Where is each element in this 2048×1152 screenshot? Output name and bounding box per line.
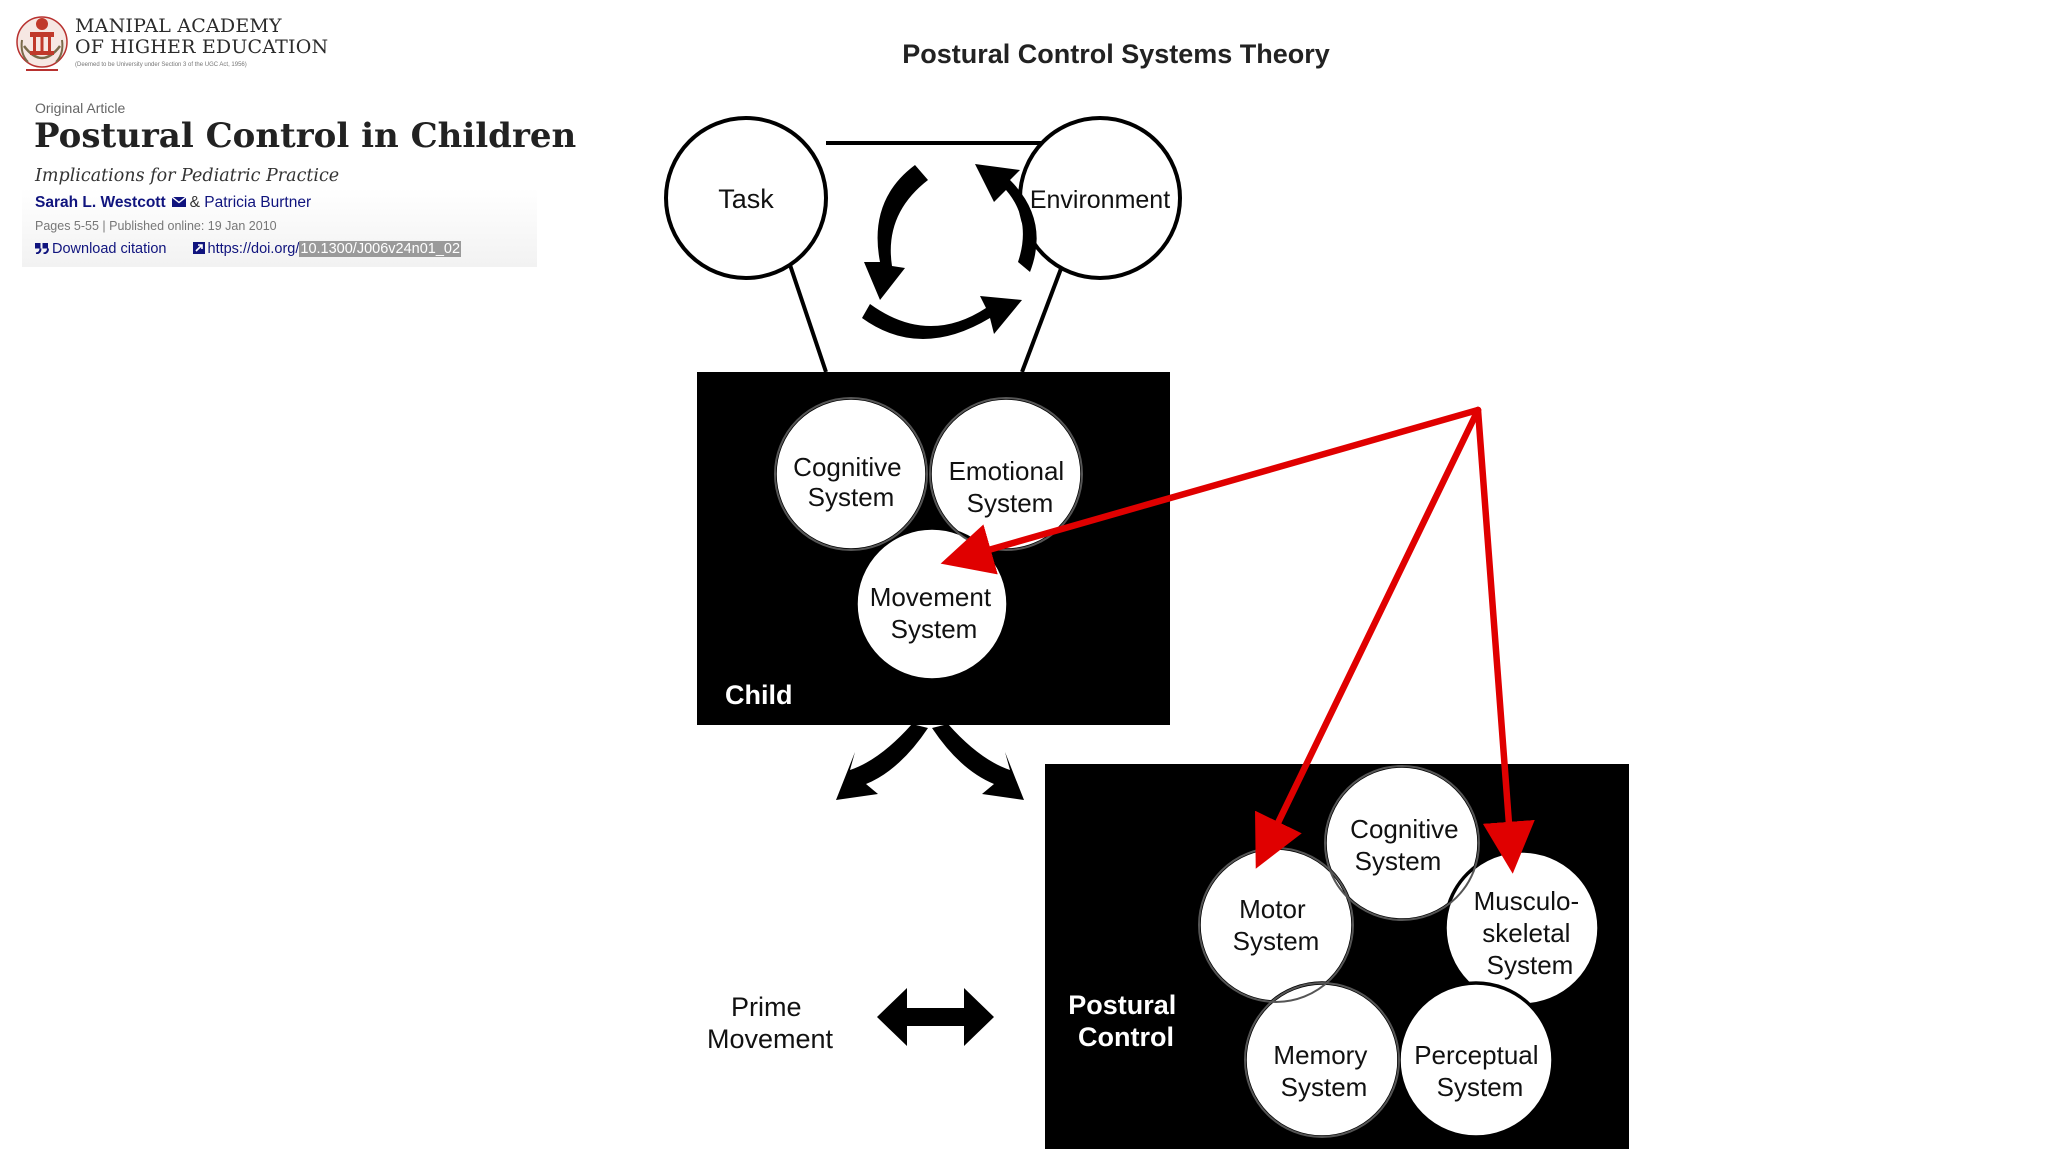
download-citation-label: Download citation xyxy=(52,241,167,257)
email-icon[interactable] xyxy=(171,196,186,207)
doi-link[interactable]: https://doi.org/10.1300/J006v24n01_02 xyxy=(192,241,462,257)
article-actions: Download citation https://doi.org/10.130… xyxy=(35,241,462,257)
postural-control-box: Cognitive System Motor System Musculo- s… xyxy=(1045,764,1629,1149)
postural-musculoskeletal-system: Musculo- skeletal System xyxy=(1474,886,1587,980)
postural-control-label: Postural Control xyxy=(1068,990,1184,1052)
annotation-arrow-to-musculoskeletal xyxy=(1474,406,1535,874)
environment-node: Environment xyxy=(1018,116,1182,280)
annotation-arrow-to-movement xyxy=(940,406,1482,575)
environment-label: Environment xyxy=(1030,186,1170,214)
article-meta: Pages 5-55 | Published online: 19 Jan 20… xyxy=(35,219,277,233)
logo-fine-print: (Deemed to be University under Section 3… xyxy=(75,62,247,68)
annotation-arrow-to-motor xyxy=(1255,406,1482,869)
author-list: Sarah L. Westcott & Patricia Burtner xyxy=(35,194,311,212)
article-subtitle: Implications for Pediatric Practice xyxy=(35,166,340,186)
article-title: Postural Control in Children xyxy=(34,116,577,156)
bidirectional-arrow-icon xyxy=(877,988,994,1046)
postural-motor-system: Motor System xyxy=(1233,894,1320,956)
annotation-arrows xyxy=(940,406,1535,874)
child-movement-system: Movement System xyxy=(870,582,999,644)
author-link-burtner[interactable]: Patricia Burtner xyxy=(204,194,312,211)
university-logo[interactable]: MANIPAL ACADEMY OF HIGHER EDUCATION (Dee… xyxy=(14,12,328,78)
child-box: Cognitive System Emotional System Moveme… xyxy=(697,372,1170,725)
task-label: Task xyxy=(718,184,774,214)
split-arrows xyxy=(836,724,1024,800)
download-citation-link[interactable]: Download citation xyxy=(35,241,166,257)
logo-name-line2: OF HIGHER EDUCATION xyxy=(75,36,329,58)
article-type-label: Original Article xyxy=(35,100,126,116)
quote-icon xyxy=(35,242,49,254)
postural-memory-system: Memory System xyxy=(1273,1040,1374,1102)
logo-name-line1: MANIPAL ACADEMY xyxy=(75,15,282,37)
child-label: Child xyxy=(725,680,793,710)
child-emotional-system: Emotional System xyxy=(949,456,1072,518)
diagram-title: Postural Control Systems Theory xyxy=(902,39,1330,69)
author-separator: & xyxy=(189,194,200,211)
doi-suffix-selected: 10.1300/J006v24n01_02 xyxy=(299,241,462,257)
author-link-westcott[interactable]: Sarah L. Westcott xyxy=(35,194,166,211)
interaction-cycle-arrows xyxy=(862,164,1037,339)
article-header: Original Article Postural Control in Chi… xyxy=(22,92,576,267)
external-link-icon xyxy=(192,242,205,255)
task-node: Task xyxy=(664,116,828,280)
postural-cognitive-system: Cognitive System xyxy=(1350,814,1466,876)
postural-perceptual-system: Perceptual System xyxy=(1414,1040,1546,1102)
doi-prefix: https://doi.org/ xyxy=(207,241,300,257)
prime-movement-label: Prime Movement xyxy=(707,992,834,1054)
university-seal-icon xyxy=(16,16,68,71)
task-environment-connectors xyxy=(785,141,1064,373)
child-cognitive-system: Cognitive System xyxy=(793,452,909,512)
